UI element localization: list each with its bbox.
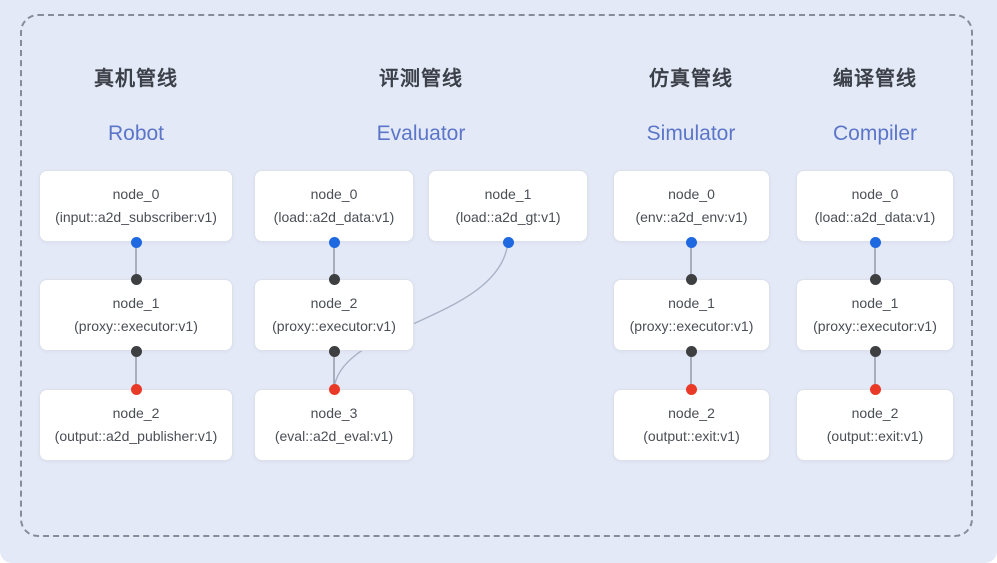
node-type: (proxy::executor:v1) [813,318,937,334]
node-box-compiler-1: node_1 (proxy::executor:v1) [796,279,954,351]
node-box-compiler-2: node_2 (output::exit:v1) [796,389,954,461]
node-name: node_0 [851,186,899,202]
node-type: (load::a2d_data:v1) [273,209,395,225]
node-box-evaluator-3: node_3 (eval::a2d_eval:v1) [254,389,414,461]
pipeline-title-zh-robot: 真机管线 [94,68,178,90]
pipeline-title-zh-simulator: 仿真管线 [649,68,733,90]
node-name: node_2 [310,295,358,311]
pipeline-title-en-evaluator: Evaluator [376,122,466,145]
node-name: node_2 [112,405,160,421]
pipeline-title-en-simulator: Simulator [646,122,736,145]
node-type: (output::exit:v1) [826,428,924,444]
executor-input-dot [869,273,881,285]
node-name: node_0 [668,186,715,202]
source-output-dot [869,236,881,248]
node-name: node_1 [112,295,160,311]
executor-input-dot [685,273,697,285]
node-box-robot-1: node_1 (proxy::executor:v1) [39,279,233,351]
node-box-simulator-0: node_0 (env::a2d_env:v1) [613,170,770,242]
node-type: (proxy::executor:v1) [74,318,198,334]
node-box-evaluator-2: node_2 (proxy::executor:v1) [254,279,414,351]
executor-output-dot [685,345,697,357]
executor-input-dot [130,273,142,285]
node-type: (output::a2d_publisher:v1) [54,428,218,444]
node-box-compiler-0: node_0 (load::a2d_data:v1) [796,170,954,242]
node-name: node_0 [310,186,358,202]
pipeline-title-en-compiler: Compiler [832,122,918,145]
node-type: (load::a2d_gt:v1) [455,209,561,225]
source-output-dot [502,236,514,248]
node-name: node_1 [851,295,899,311]
sink-input-dot [869,383,881,395]
executor-output-dot [328,345,340,357]
sink-input-dot [328,383,340,395]
node-type: (proxy::executor:v1) [629,318,754,334]
executor-output-dot [130,345,142,357]
pipeline-title-zh-evaluator: 评测管线 [379,68,463,90]
node-type: (env::a2d_env:v1) [635,209,748,225]
source-output-dot [130,236,142,248]
node-type: (load::a2d_data:v1) [814,209,936,225]
source-output-dot [685,236,697,248]
node-name: node_0 [112,186,160,202]
node-box-robot-0: node_0 (input::a2d_subscriber:v1) [39,170,233,242]
pipeline-group-frame [20,14,973,537]
node-name: node_2 [851,405,899,421]
node-box-evaluator-0: node_0 (load::a2d_data:v1) [254,170,414,242]
node-box-simulator-1: node_1 (proxy::executor:v1) [613,279,770,351]
node-box-robot-2: node_2 (output::a2d_publisher:v1) [39,389,233,461]
connector-curve-gt-to-eval [333,241,509,390]
node-name: node_1 [484,186,532,202]
executor-output-dot [869,345,881,357]
source-output-dot [328,236,340,248]
node-name: node_3 [310,405,358,421]
node-type: (input::a2d_subscriber:v1) [55,209,217,225]
executor-input-dot [328,273,340,285]
pipeline-title-zh-compiler: 编译管线 [833,68,917,90]
node-type: (eval::a2d_eval:v1) [274,428,394,444]
node-type: (proxy::executor:v1) [272,318,396,334]
sink-input-dot [130,383,142,395]
node-name: node_1 [668,295,715,311]
node-name: node_2 [668,405,715,421]
sink-input-dot [685,383,697,395]
node-box-simulator-2: node_2 (output::exit:v1) [613,389,770,461]
node-box-evaluator-1: node_1 (load::a2d_gt:v1) [428,170,588,242]
pipeline-title-en-robot: Robot [107,122,165,145]
node-type: (output::exit:v1) [643,428,740,444]
